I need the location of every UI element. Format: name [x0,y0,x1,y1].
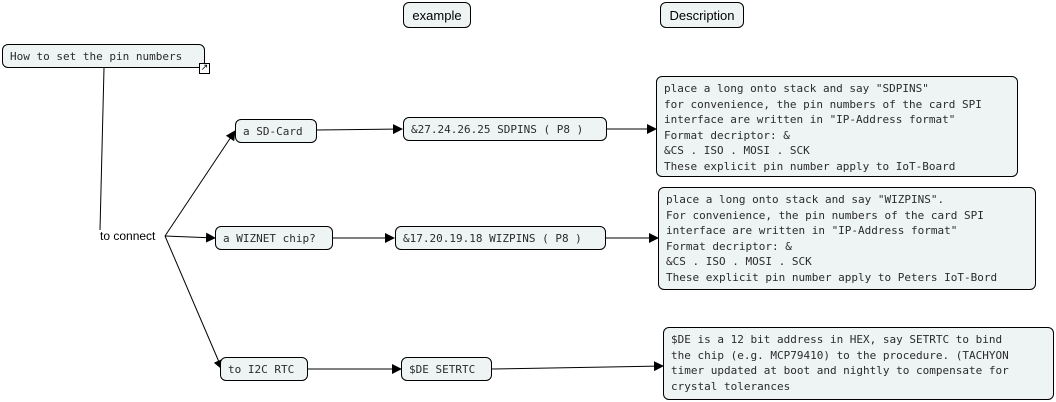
description-line: For convenience, the pin numbers of the … [666,208,984,222]
example-setrtc[interactable]: $DE SETRTC [401,357,492,381]
target-i2c-rtc[interactable]: to I2C RTC [220,357,308,381]
target-i2c-rtc-label: to I2C RTC [228,362,295,376]
header-example: example [403,2,471,28]
description-line: interface are written in "IP-Address for… [666,224,958,238]
example-sdpins-code: &27.24.26.25 SDPINS ( P8 ) [411,122,584,136]
edge-hub-to-sdcard [164,130,236,237]
description-sdpins[interactable]: place a long onto stack and say "SDPINS"… [656,76,1018,177]
header-description: Description [660,2,744,28]
description-line: interface are written in "IP-Address for… [664,113,956,127]
description-line: place a long onto stack and say "SDPINS" [664,82,929,95]
edge-root-to-hub [99,67,105,231]
edge-example3-to-desc [491,361,664,372]
hub-label: to connect [100,229,156,243]
description-line: &CS . ISO . MOSI . SCK [666,255,812,269]
header-description-label: Description [669,7,735,23]
external-link-icon[interactable]: ↗ [199,63,210,74]
description-line: for convenience, the pin numbers of the … [664,97,982,111]
target-wiznet-chip[interactable]: a WIZNET chip? [215,226,333,250]
description-line: $DE is a 12 bit address in HEX, say SETR… [671,333,1003,346]
example-wizpins-code: &17.20.19.18 WIZPINS ( P8 ) [403,231,582,245]
target-wiznet-chip-label: a WIZNET chip? [223,231,316,245]
description-line: the chip (e.g. MCP79410) to the procedur… [671,348,1009,362]
description-line: Format decriptor: & [666,239,792,253]
description-line: place a long onto stack and say "WIZPINS… [666,193,945,206]
root-concept-label: How to set the pin numbers [10,49,183,63]
description-line: &CS . ISO . MOSI . SCK [664,144,810,158]
description-line: These explicit pin number apply to Peter… [666,270,998,284]
edge-hub-to-rtc [164,235,224,370]
target-sd-card-label: a SD-Card [243,124,303,138]
header-example-label: example [412,7,462,23]
example-wizpins[interactable]: &17.20.19.18 WIZPINS ( P8 ) [395,226,606,250]
description-line: These explicit pin number apply to IoT-B… [664,159,956,173]
description-line: crystal tolerances [671,379,791,393]
target-sd-card[interactable]: a SD-Card [235,119,317,143]
root-concept-node[interactable]: How to set the pin numbers [2,44,205,68]
example-setrtc-code: $DE SETRTC [409,362,476,376]
edge-sdcard-to-example [316,124,403,135]
description-line: Format decriptor: & [664,128,790,142]
description-line: timer updated at boot and nightly to com… [671,364,1009,378]
example-sdpins[interactable]: &27.24.26.25 SDPINS ( P8 ) [403,117,607,141]
description-setrtc[interactable]: $DE is a 12 bit address in HEX, say SETR… [663,327,1054,400]
edge-hub-to-wiznet [164,232,216,243]
description-wizpins[interactable]: place a long onto stack and say "WIZPINS… [658,187,1036,290]
